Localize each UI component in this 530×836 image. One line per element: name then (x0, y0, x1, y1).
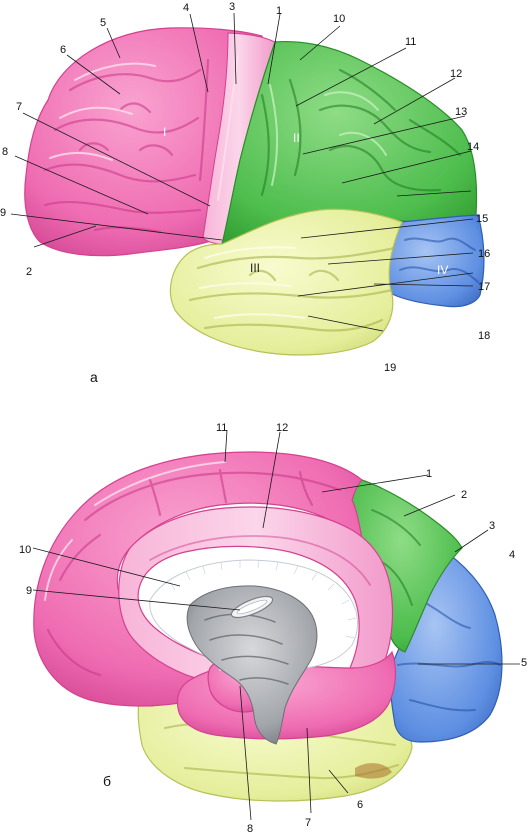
fornix-ellipse-inner (236, 599, 268, 615)
fig-a-label-10: 10 (333, 13, 345, 25)
fig-a-label-5: 5 (100, 17, 106, 29)
fig-a-label-11: 11 (405, 36, 416, 48)
occipital-lobe-region (386, 214, 485, 308)
fig-a-label-14: 14 (467, 141, 479, 153)
fig-a-label-2: 2 (26, 266, 32, 278)
fig-a-label-13: 13 (455, 106, 467, 118)
fig-b-label-10: 10 (19, 544, 31, 556)
fig-b-label-4: 4 (509, 549, 515, 561)
figure-a-caption: а (90, 369, 98, 385)
occipital-sulci (399, 237, 479, 283)
lobe-label-temporal: III (250, 261, 260, 275)
parietal-highlights (269, 84, 387, 186)
temporal-highlights (199, 246, 306, 319)
fig-a-label-6: 6 (60, 44, 66, 56)
fig-b-label-9: 9 (26, 585, 32, 597)
lobe-label-frontal: I (163, 125, 166, 139)
temporal-lobe-region (169, 208, 403, 356)
ventricle-hatching (169, 559, 357, 639)
fig-b-label-6: 6 (357, 799, 363, 811)
lobe-label-parietal: II (293, 131, 300, 145)
parietal-sulci (260, 68, 462, 197)
frontal-sulci (43, 58, 210, 234)
lobe-label-occipital: IV (437, 263, 448, 277)
fig-b-label-3: 3 (489, 520, 495, 532)
fig-b-label-12: 12 (276, 422, 288, 434)
figure-a-leader-lines (10, 12, 474, 332)
fig-a-label-4: 4 (183, 2, 189, 14)
medial-frontal-highlights (44, 461, 226, 601)
figure-b-leader-lines (32, 429, 520, 821)
fig-a-label-7: 7 (16, 101, 22, 113)
fig-a-label-12: 12 (450, 68, 462, 80)
fig-a-label-16: 16 (478, 248, 490, 260)
fig-a-label-15: 15 (476, 213, 488, 225)
figure-b-caption: б (103, 773, 111, 789)
fig-a-label-18: 18 (478, 330, 490, 342)
fig-b-label-8: 8 (247, 823, 253, 835)
uncus-dark-patch (355, 763, 392, 779)
fig-a-label-8: 8 (2, 146, 8, 158)
brainstem-thalamus (186, 585, 318, 745)
cingulate-sulcus (149, 535, 371, 586)
fig-a-label-1: 1 (276, 5, 282, 17)
fig-a-label-3: 3 (229, 1, 235, 13)
fig-b-label-2: 2 (461, 489, 467, 501)
figure-a-lateral-view: I II III IV 1 2 (0, 1, 490, 385)
fig-a-label-19: 19 (384, 362, 396, 374)
figure-b-medial-view: 1 2 3 4 5 6 7 8 9 10 11 12 б (19, 422, 527, 835)
fig-a-label-9: 9 (0, 207, 6, 219)
fig-b-label-5: 5 (521, 657, 527, 669)
fig-b-label-11: 11 (216, 422, 227, 434)
fig-b-label-1: 1 (426, 468, 432, 480)
medial-frontal-sulci (46, 468, 342, 677)
fig-a-label-17: 17 (478, 281, 490, 293)
fig-b-label-7: 7 (305, 817, 311, 829)
